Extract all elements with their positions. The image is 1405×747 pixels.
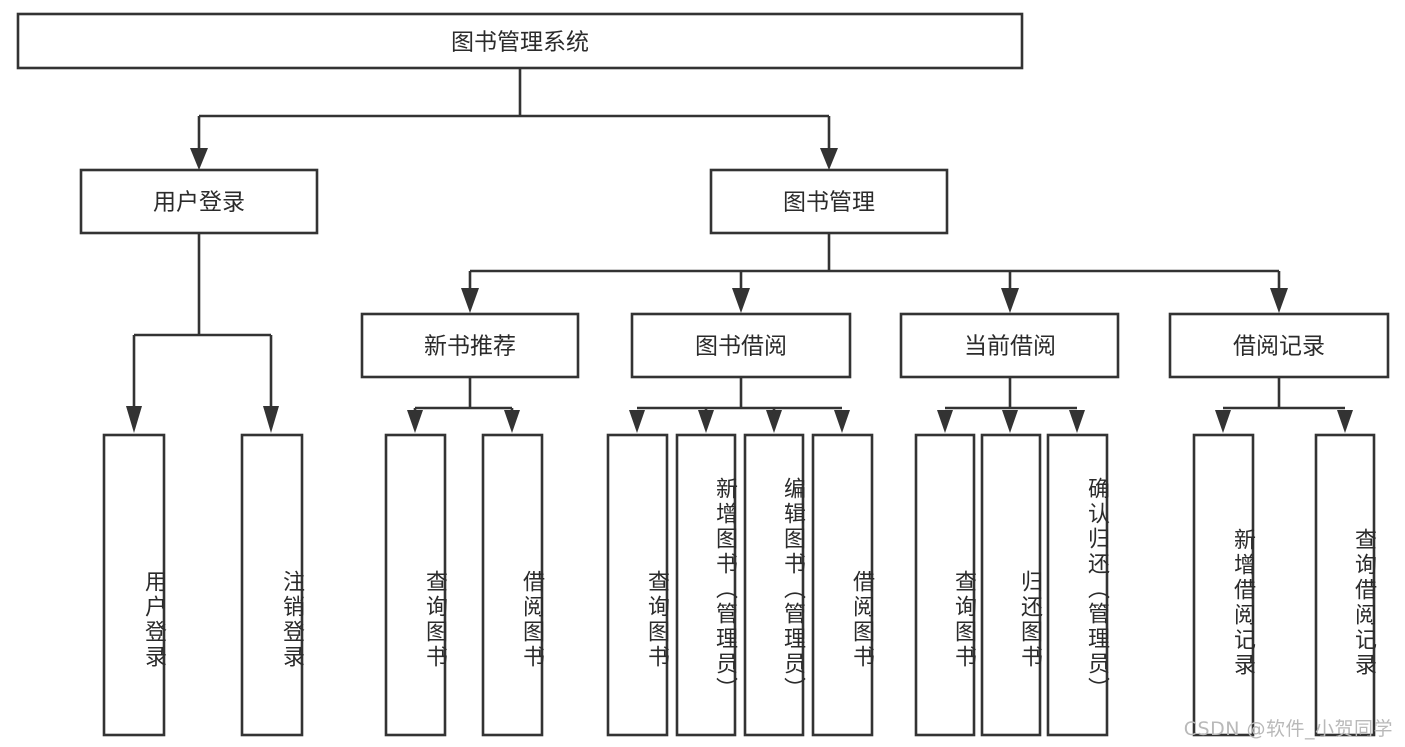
leaf-box-current-borrow-3[interactable] [1046, 433, 1109, 737]
node-borrow-record[interactable]: 借阅记录 [1168, 312, 1390, 379]
arrow-new-book [461, 288, 479, 313]
arrow-nb-leaf-2 [504, 410, 520, 433]
arrow-bb-leaf-2 [698, 410, 714, 433]
connector-user-login-to-leaves [126, 233, 279, 433]
node-current-borrow-label: 当前借阅 [964, 334, 1056, 360]
leaf-box-current-borrow-2[interactable] [980, 433, 1042, 737]
arrow-ul-leaf-1 [126, 406, 142, 433]
leaf-box-current-borrow-1[interactable] [914, 433, 976, 737]
node-user-login[interactable]: 用户登录 [79, 168, 319, 235]
watermark-text: CSDN @软件_小贺同学 [1183, 718, 1393, 740]
arrow-bb-leaf-4 [834, 410, 850, 433]
arrow-cb-leaf-2 [1002, 410, 1018, 433]
arrow-user-login [190, 148, 208, 170]
arrow-br-leaf-2 [1337, 410, 1353, 433]
connector-current-borrow-to-leaves [937, 377, 1085, 433]
connector-root-to-level2 [190, 68, 838, 170]
leaf-box-borrow-record-2[interactable] [1314, 433, 1376, 737]
node-user-login-label: 用户登录 [153, 190, 245, 216]
leaf-box-new-book-1[interactable] [384, 433, 447, 737]
arrow-nb-leaf-1 [407, 410, 423, 433]
arrow-cb-leaf-3 [1069, 410, 1085, 433]
arrow-cb-leaf-1 [937, 410, 953, 433]
node-book-borrow[interactable]: 图书借阅 [630, 312, 852, 379]
arrow-book-borrow [732, 288, 750, 313]
node-book-borrow-box[interactable] [630, 312, 852, 379]
connector-borrow-record-to-leaves [1215, 377, 1353, 433]
node-borrow-record-label: 借阅记录 [1233, 334, 1325, 360]
node-book-manage[interactable]: 图书管理 [709, 168, 949, 235]
leaf-box-user-login-2[interactable] [240, 433, 304, 737]
node-book-manage-box[interactable] [709, 168, 949, 235]
node-book-manage-label: 图书管理 [783, 190, 875, 216]
connector-new-book-to-leaves [407, 377, 520, 433]
arrow-current-borrow [1001, 288, 1019, 313]
leaf-box-book-borrow-1[interactable] [606, 433, 669, 737]
arrow-bb-leaf-3 [766, 410, 782, 433]
arrow-ul-leaf-2 [263, 406, 279, 433]
leaf-box-user-login-1[interactable] [102, 433, 166, 737]
leaf-box-book-borrow-4[interactable] [811, 433, 874, 737]
leaf-box-new-book-2[interactable] [481, 433, 544, 737]
node-root-box[interactable] [16, 12, 1024, 70]
node-current-borrow[interactable]: 当前借阅 [899, 312, 1120, 379]
node-new-book-recommend[interactable]: 新书推荐 [360, 312, 580, 379]
leaf-box-book-borrow-2[interactable] [675, 433, 737, 737]
arrow-bb-leaf-1 [629, 410, 645, 433]
node-borrow-record-box[interactable] [1168, 312, 1390, 379]
node-root-label: 图书管理系统 [451, 30, 589, 56]
arrow-borrow-record [1270, 288, 1288, 313]
leaf-box-borrow-record-1[interactable] [1192, 433, 1255, 737]
connector-book-manage-to-level3 [461, 233, 1288, 313]
node-user-login-box[interactable] [79, 168, 319, 235]
node-root[interactable]: 图书管理系统 [16, 12, 1024, 70]
arrow-br-leaf-1 [1215, 410, 1231, 433]
node-book-borrow-label: 图书借阅 [695, 334, 787, 360]
node-current-borrow-box[interactable] [899, 312, 1120, 379]
connector-book-borrow-to-leaves [629, 377, 850, 433]
node-new-book-recommend-box[interactable] [360, 312, 580, 379]
leaf-box-book-borrow-3[interactable] [743, 433, 805, 737]
node-new-book-recommend-label: 新书推荐 [424, 334, 516, 360]
arrow-book-manage [820, 148, 838, 170]
